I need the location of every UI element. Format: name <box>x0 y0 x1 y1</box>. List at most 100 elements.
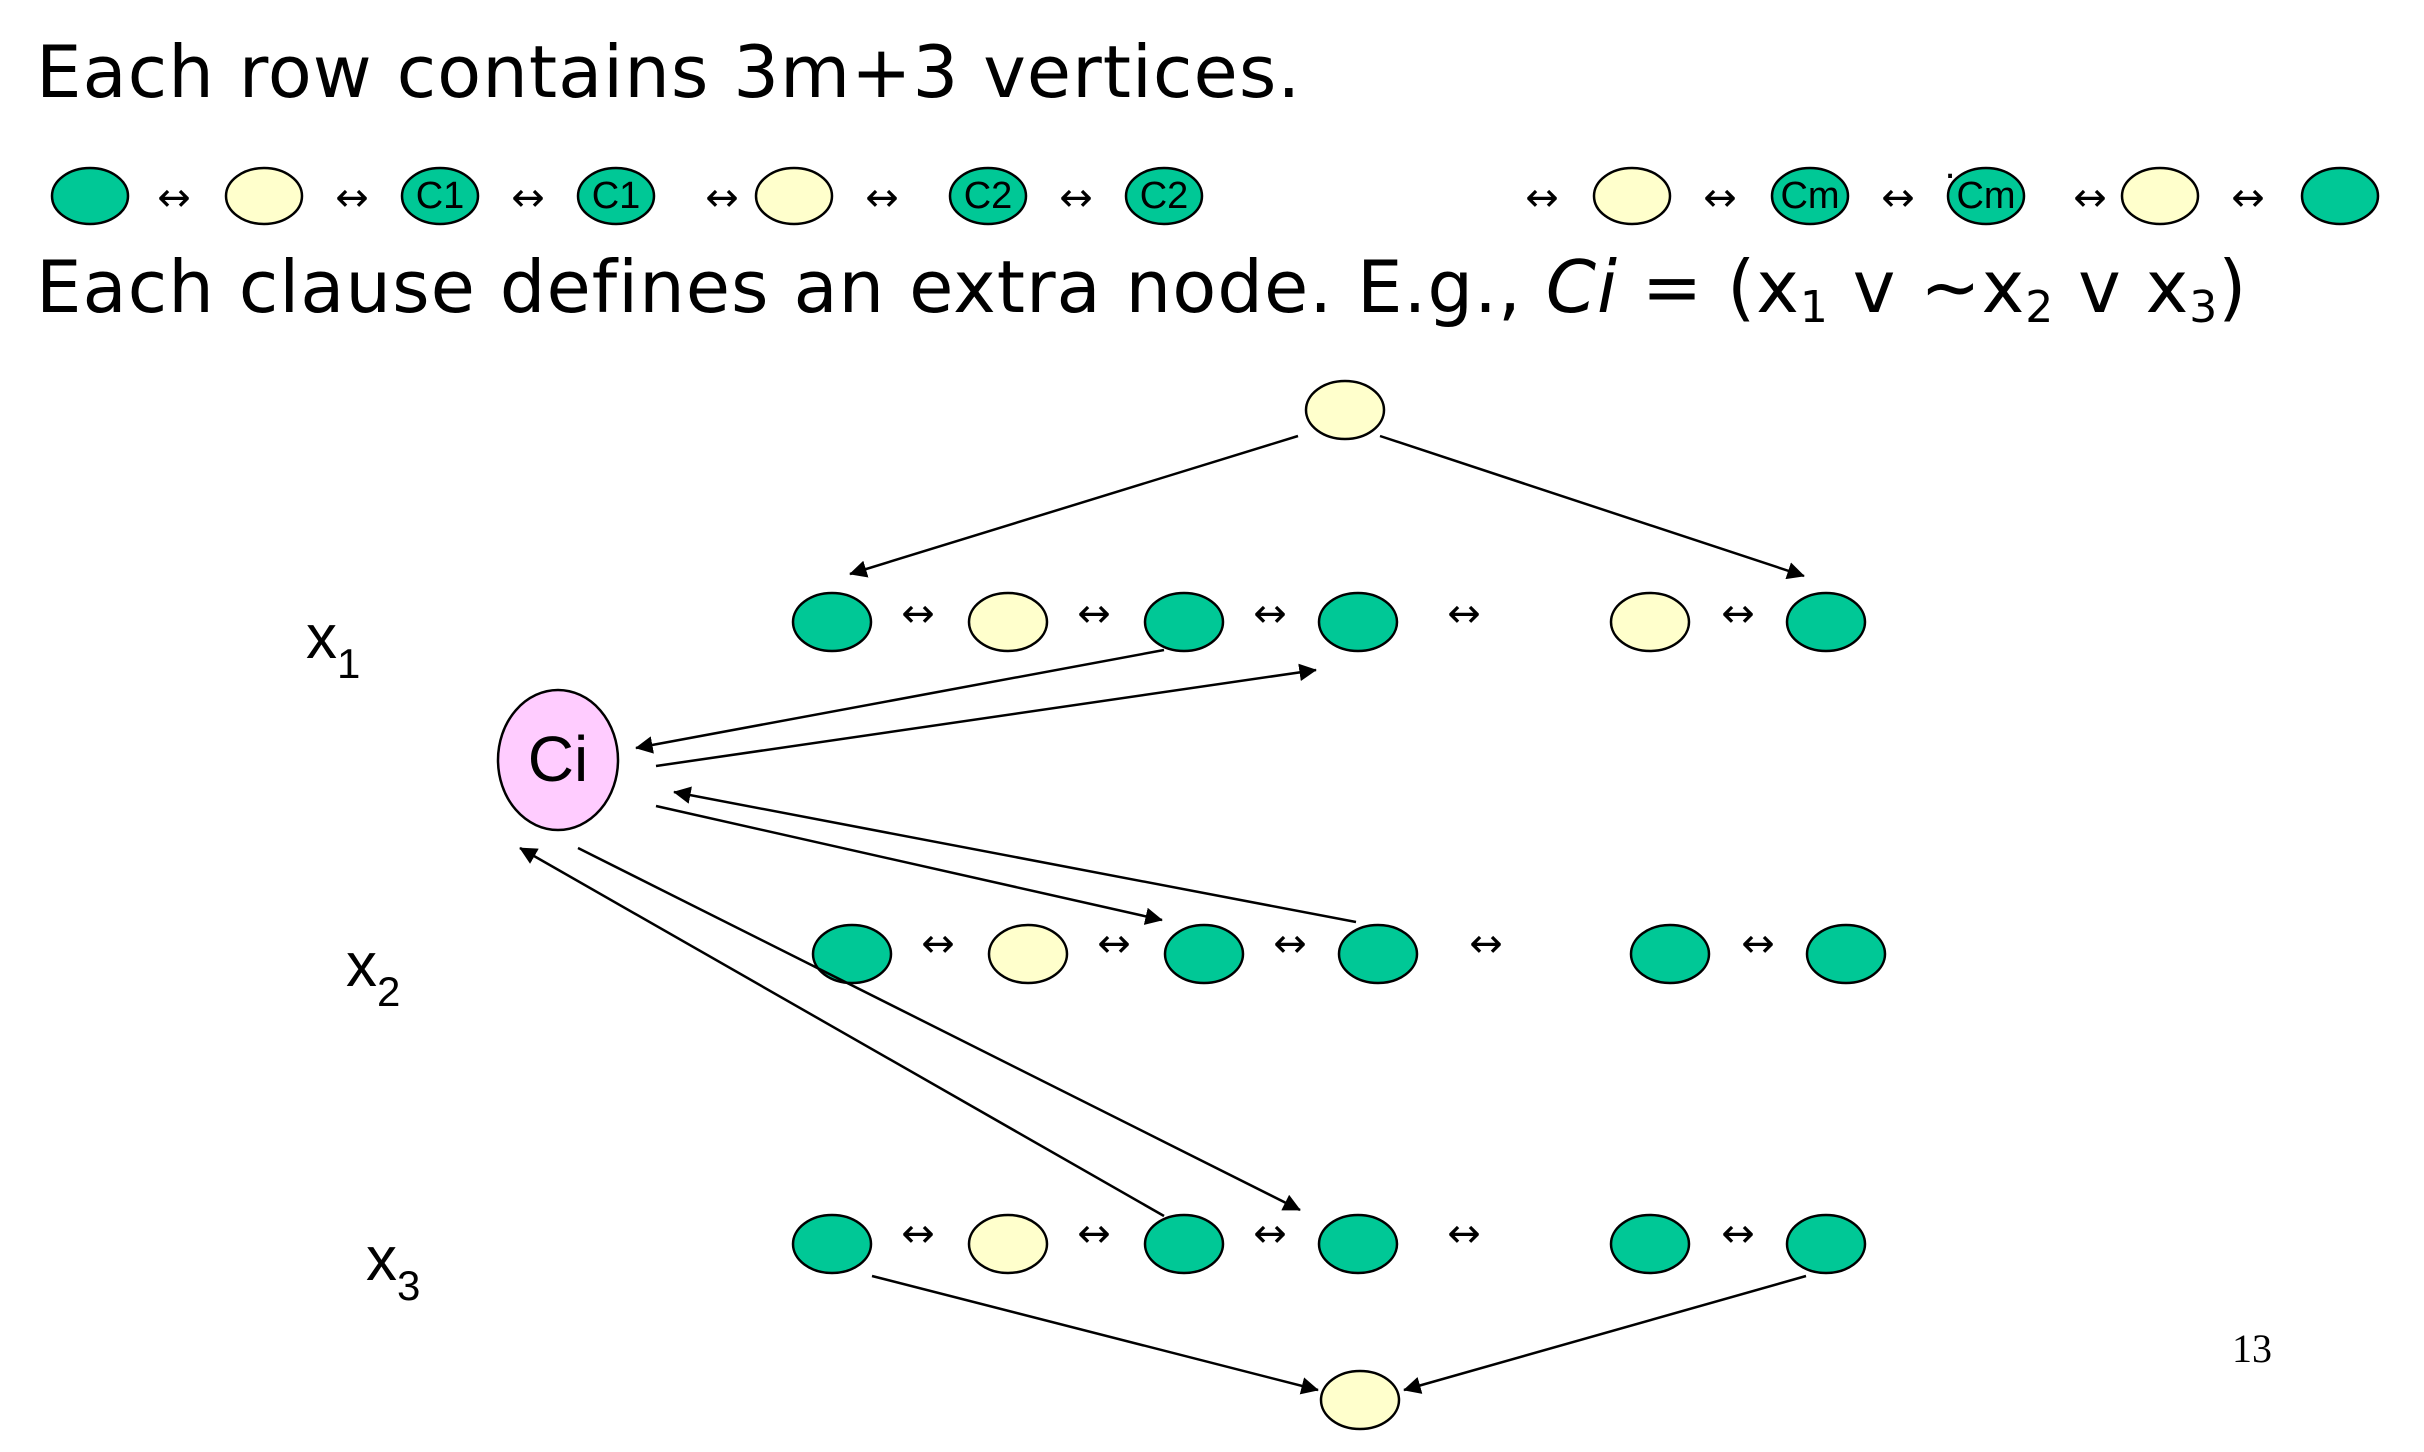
row-label-x3: x3 <box>366 1225 420 1309</box>
heading-row-vertices: Each row contains 3m+3 vertices. <box>36 30 1302 114</box>
edge-source-to-x1-end <box>1379 434 1805 580</box>
top-row-node-yellow <box>224 166 304 226</box>
row-x1-node-yellow <box>1609 591 1691 653</box>
top-row-bidir: ↔ <box>157 175 191 221</box>
edge-ci-to-x3 <box>577 846 1301 1212</box>
top-row-dots: . <box>1944 143 1955 187</box>
page-number: 13 <box>2232 1326 2272 1371</box>
row-x1: ↔ ↔ ↔ ↔ ↔ <box>791 591 1867 653</box>
top-row-node-yellow <box>1592 166 1672 226</box>
top-row-bidir: ↔ <box>1059 175 1093 221</box>
row-x1-bidir: ↔ <box>901 591 935 637</box>
top-row-bidir: ↔ <box>1703 175 1737 221</box>
clause-text-ci: Ci <box>1545 245 1619 329</box>
top-row-bidir: ↔ <box>511 175 545 221</box>
row-x1-node <box>1785 591 1867 653</box>
top-row-bidir: ↔ <box>1881 175 1915 221</box>
edge-source-to-x1-start <box>849 434 1299 578</box>
row-label-x1-sub: 1 <box>337 640 360 687</box>
top-row-node-c2 <box>1124 166 1204 226</box>
top-row-bidir: ↔ <box>2231 175 2265 221</box>
row-x2-bidir: ↔ <box>1741 921 1775 967</box>
top-row-cm-label: Cm <box>1956 175 2015 217</box>
top-row-c2-label: C2 <box>1140 175 1189 217</box>
row-x1-node-yellow <box>967 591 1049 653</box>
top-row-bidir: ↔ <box>2073 175 2107 221</box>
row-x3-node <box>1143 1213 1225 1275</box>
row-x2-node <box>1163 923 1245 985</box>
clause-text-prefix: Each clause defines an extra node. E.g., <box>36 245 1546 329</box>
row-x2-bidir: ↔ <box>921 921 955 967</box>
row-x2-node <box>811 923 893 985</box>
clause-text-or2: v x <box>2054 245 2190 329</box>
row-x1-bidir: ↔ <box>1721 591 1755 637</box>
row-x3: ↔ ↔ ↔ ↔ ↔ <box>791 1211 1867 1275</box>
row-label-x3-sub: 3 <box>397 1262 420 1309</box>
row-x2-node <box>1805 923 1887 985</box>
top-row-bidir: ↔ <box>335 175 369 221</box>
row-label-x3-var: x <box>366 1225 397 1294</box>
top-row-node-start <box>50 166 130 226</box>
row-label-x2-var: x <box>346 931 377 1000</box>
top-row-c2-label: C2 <box>964 175 1013 217</box>
row-x2-node <box>1337 923 1419 985</box>
edge-x3-to-ci <box>519 846 1165 1218</box>
row-x3-bidir: ↔ <box>1447 1211 1481 1257</box>
row-x2-bidir: ↔ <box>1097 921 1131 967</box>
row-x3-bidir: ↔ <box>1077 1211 1111 1257</box>
top-row-bidir: ↔ <box>1525 175 1559 221</box>
clause-text-sub2: 2 <box>2025 282 2055 333</box>
top-row-node-cm <box>1946 166 2026 226</box>
row-x1-bidir: ↔ <box>1077 591 1111 637</box>
clause-text-equals: = (x <box>1618 245 1800 329</box>
row-x1-bidir: ↔ <box>1253 591 1287 637</box>
clause-text-sub3: 3 <box>2189 282 2219 333</box>
edge-x3-end-to-sink <box>1403 1274 1807 1394</box>
row-label-x1-var: x <box>306 603 337 672</box>
row-x2-node-yellow <box>987 923 1069 985</box>
row-label-x1: x1 <box>306 603 360 687</box>
row-label-x2-sub: 2 <box>377 968 400 1015</box>
top-row-bidir: ↔ <box>705 175 739 221</box>
top-row: ↔ ↔ C1 ↔ C1 ↔ ↔ C2 ↔ C2 ↔ ↔ Cm ↔ . Cm ↔ … <box>50 143 2380 226</box>
row-x2-bidir: ↔ <box>1273 921 1307 967</box>
row-x2-bidir: ↔ <box>1469 921 1503 967</box>
top-row-node-end <box>2300 166 2380 226</box>
top-row-node-c1 <box>400 166 480 226</box>
top-row-node-cm <box>1770 166 1850 226</box>
row-x1-bidir: ↔ <box>1447 591 1481 637</box>
source-node <box>1304 379 1386 441</box>
row-label-x2: x2 <box>346 931 400 1015</box>
top-row-cm-label: Cm <box>1780 175 1839 217</box>
top-row-c1-label: C1 <box>592 175 641 217</box>
row-x1-node <box>791 591 873 653</box>
top-row-c1-label: C1 <box>416 175 465 217</box>
row-x2: ↔ ↔ ↔ ↔ ↔ <box>811 921 1887 985</box>
row-x3-node <box>1609 1213 1691 1275</box>
row-x3-bidir: ↔ <box>1721 1211 1755 1257</box>
row-x3-node-yellow <box>967 1213 1049 1275</box>
clause-text-sub1: 1 <box>1799 282 1829 333</box>
edge-x1-to-ci <box>635 648 1165 754</box>
sink-node <box>1319 1369 1401 1431</box>
clause-text-close: ) <box>2218 245 2248 329</box>
heading-clause-node: Each clause defines an extra node. E.g.,… <box>36 245 2247 333</box>
row-x3-bidir: ↔ <box>901 1211 935 1257</box>
top-row-node-yellow <box>754 166 834 226</box>
row-x1-node <box>1143 591 1225 653</box>
edge-x3-start-to-sink <box>871 1274 1319 1395</box>
edge-x2-to-ci <box>673 786 1357 924</box>
clause-node-ci <box>496 688 620 832</box>
top-row-bidir: ↔ <box>865 175 899 221</box>
top-row-node-c1 <box>576 166 656 226</box>
row-x1-node <box>1317 591 1399 653</box>
edge-ci-to-x2 <box>655 804 1163 925</box>
row-x3-node <box>791 1213 873 1275</box>
edges <box>519 434 1807 1395</box>
row-x3-node <box>1317 1213 1399 1275</box>
row-x3-bidir: ↔ <box>1253 1211 1287 1257</box>
row-x2-node <box>1629 923 1711 985</box>
top-row-node-c2 <box>948 166 1028 226</box>
row-x3-node <box>1785 1213 1867 1275</box>
top-row-node-yellow <box>2120 166 2200 226</box>
